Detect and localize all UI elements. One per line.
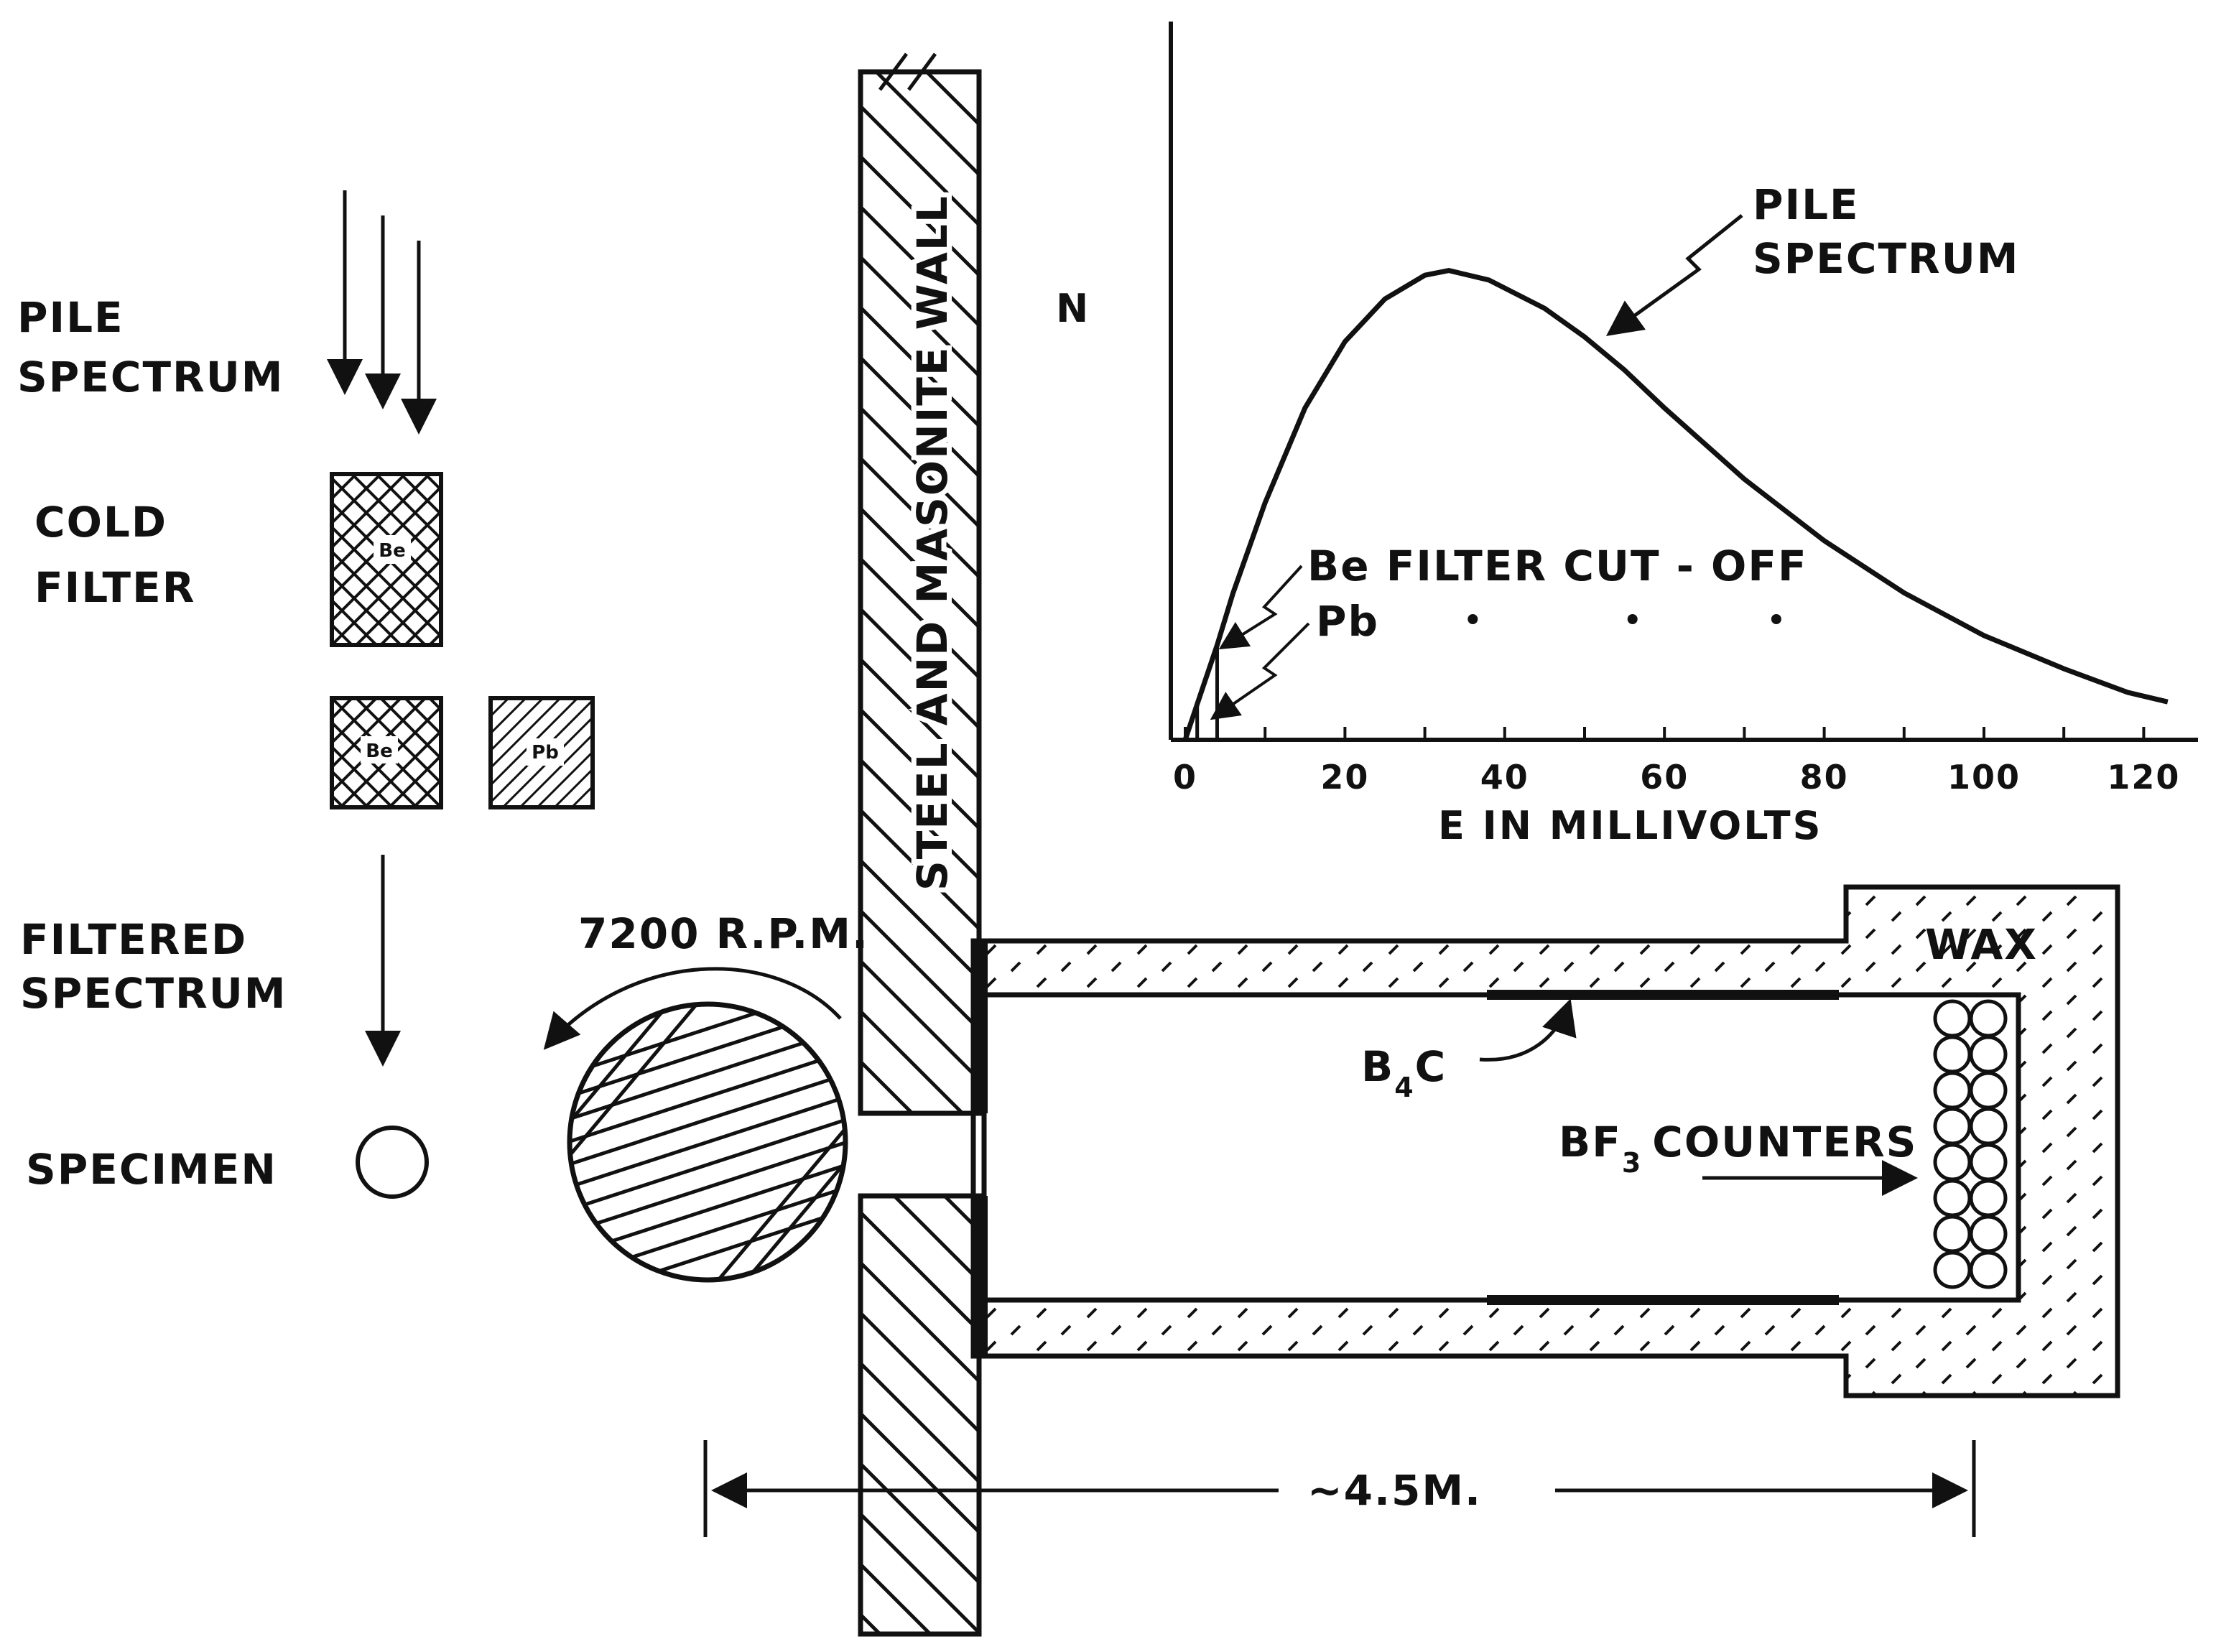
wax-label: WAX (1925, 920, 2038, 969)
be-filter-text: Be (366, 741, 392, 762)
cold-filter-label-line1: COLD (34, 498, 167, 547)
incoming-label-line1: PILE (17, 293, 124, 342)
bf3-counter-bank (1933, 999, 2008, 1289)
b4c-pointer (1479, 998, 1577, 1062)
chopper-rotor (567, 1001, 848, 1283)
pile-spectrum-chart: 0 20 40 60 80 100 120 N E IN MILLIVOLTS PILE S… (1056, 22, 2198, 848)
specimen-label: SPECIMEN (26, 1145, 277, 1194)
cutoff-dot (1771, 614, 1781, 624)
cold-filter-be-text: Be (379, 540, 405, 562)
be-cutoff-pointer (1218, 565, 1303, 650)
curve-label-line2: SPECTRUM (1753, 234, 2020, 283)
x-axis-label: E IN MILLIVOLTS (1438, 803, 1822, 848)
rotor-speed-label: 7200 R.P.M. (578, 909, 869, 958)
x-tick-marks (1184, 727, 2146, 740)
x-tick-label: 60 (1640, 758, 1689, 797)
distance-label: ~4.5M. (1307, 1466, 1482, 1515)
x-tick-labels: 0 20 40 60 80 100 120 (1173, 758, 2180, 797)
be-filter-block: Be (330, 696, 443, 809)
wall-label: STEEL AND MASONITE WALL (908, 195, 957, 891)
incoming-beam-arrows (327, 190, 437, 435)
cutoff-label: Be FILTER CUT - OFF (1307, 542, 1808, 590)
rotation-arrow (543, 967, 842, 1050)
cutoff-dot (1467, 614, 1478, 624)
x-tick-label: 100 (1947, 758, 2021, 797)
curve-label-pointer (1605, 214, 1743, 336)
b4c-label: B4C (1361, 1042, 1447, 1103)
filtered-label-line1: FILTERED (20, 915, 247, 964)
curve-label-line1: PILE (1753, 180, 1860, 229)
pile-spectrum-curve (1182, 268, 2169, 741)
cutoff-dots (1467, 614, 1781, 624)
cold-filter-label-line2: FILTER (34, 563, 195, 612)
x-tick-label: 80 (1800, 758, 1849, 797)
x-tick-label: 20 (1320, 758, 1369, 797)
cold-filter-be-block: Be (330, 472, 443, 647)
pb-cutoff-label: Pb (1316, 597, 1379, 646)
pb-cutoff-pointer (1210, 622, 1310, 720)
distance-marker (703, 1440, 1976, 1537)
x-tick-label: 120 (2107, 758, 2180, 797)
shield-wall (858, 52, 982, 1637)
pb-filter-text: Pb (532, 742, 559, 764)
incoming-label-line2: SPECTRUM (17, 353, 284, 402)
cutoff-dot (1627, 614, 1638, 624)
filtered-label-line2: SPECTRUM (20, 969, 287, 1018)
detector-housing (970, 884, 2120, 1398)
y-axis-label: N (1056, 286, 1090, 331)
x-tick-label: 40 (1480, 758, 1529, 797)
pb-filter-block: Pb (488, 696, 595, 809)
x-tick-label: 0 (1173, 758, 1197, 797)
specimen-circle (356, 1126, 429, 1199)
